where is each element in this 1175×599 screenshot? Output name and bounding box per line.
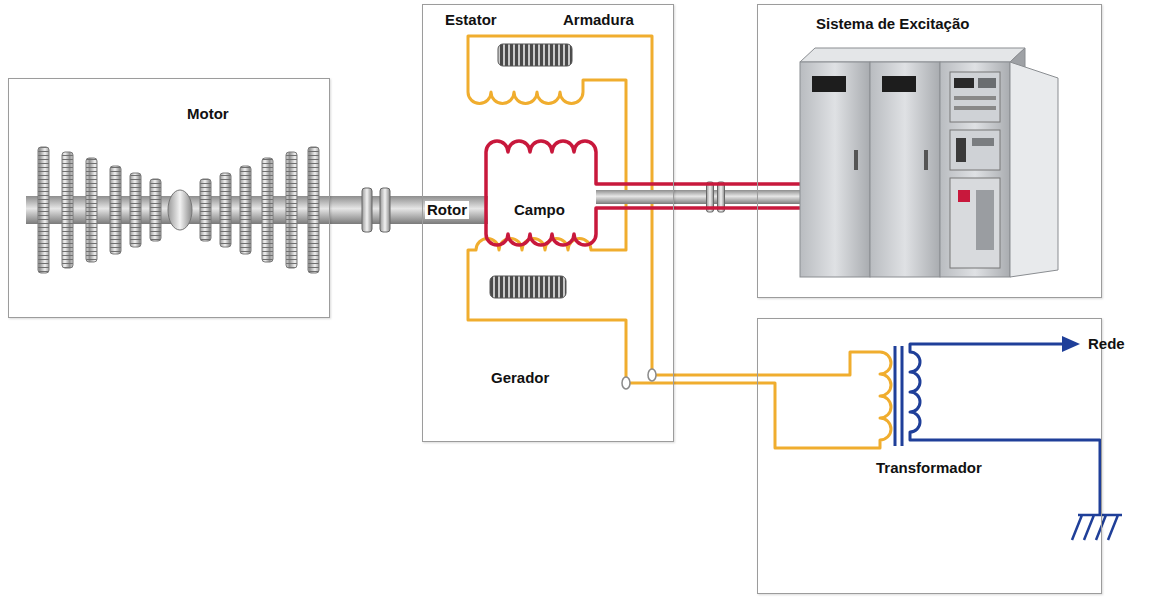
part-label: Rotor <box>425 201 469 219</box>
transformer-box: Transformador <box>757 318 1102 594</box>
terminal <box>648 369 656 381</box>
output-label: Rede <box>1086 335 1127 353</box>
generator-box: Estator ArmaduraGerador <box>422 4 674 442</box>
turbine-disc <box>308 147 319 273</box>
ground-symbol <box>1072 515 1122 540</box>
turbine-disc <box>62 152 73 268</box>
turbine-blades <box>38 147 319 273</box>
part-label: Estator <box>445 11 497 29</box>
rotor-shaft <box>596 190 674 204</box>
primary-winding <box>757 352 891 448</box>
field-connection <box>674 182 757 212</box>
part-label: Campo <box>512 201 567 219</box>
secondary-winding <box>910 344 1100 515</box>
grid-arrow <box>1062 336 1080 352</box>
box-title: Gerador <box>491 369 549 387</box>
turbine-disc <box>110 166 121 254</box>
motor-box: Motor <box>8 78 330 318</box>
stator-core <box>498 44 572 66</box>
turbine-disc <box>130 173 141 247</box>
field-winding <box>486 141 674 245</box>
excitation-box: Sistema de Excitação <box>757 4 1102 298</box>
turbine-disc <box>262 158 273 262</box>
turbine-disc <box>86 158 97 262</box>
turbine-hub <box>168 190 192 230</box>
turbine-disc <box>286 152 297 268</box>
excitation-cabinets <box>800 48 1058 277</box>
drive-shaft <box>330 188 422 232</box>
transformer-core <box>895 346 902 446</box>
power-cable <box>674 375 757 383</box>
exciter-shaft <box>757 190 802 204</box>
part-label: Armadura <box>563 11 634 29</box>
terminal <box>622 377 630 389</box>
turbine-disc <box>200 179 211 241</box>
box-title: Motor <box>187 105 229 123</box>
turbine-disc <box>240 166 251 254</box>
turbine-disc <box>38 147 49 273</box>
box-title: Transformador <box>876 459 982 477</box>
stator-core <box>490 276 566 298</box>
box-title: Sistema de Excitação <box>816 15 969 33</box>
turbine-disc <box>150 179 161 241</box>
rotor-shaft <box>422 196 488 224</box>
armature-winding <box>468 36 674 383</box>
turbine-disc <box>220 173 231 247</box>
field-leads <box>757 184 802 208</box>
